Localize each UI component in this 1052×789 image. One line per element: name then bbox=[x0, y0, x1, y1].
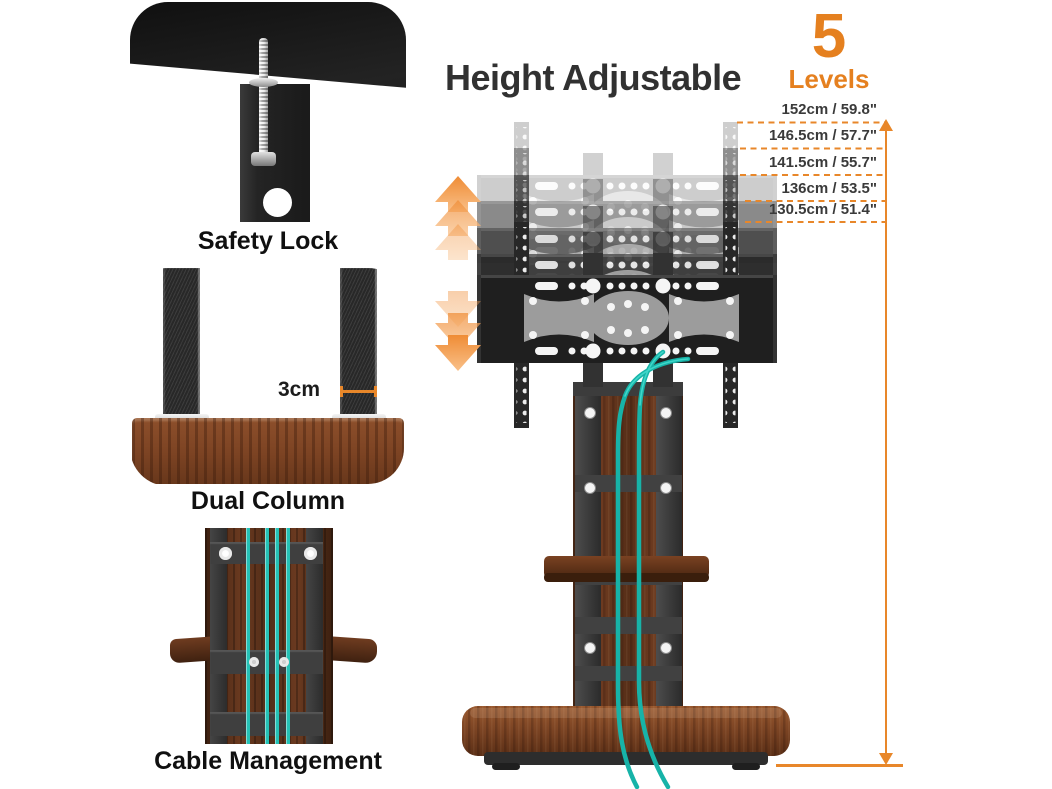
height-arrow-down-icon bbox=[435, 291, 481, 371]
feature-label-cable-management: Cable Management bbox=[154, 747, 382, 775]
bracket-hole bbox=[263, 188, 292, 217]
bolt-washer bbox=[249, 78, 278, 87]
levels-label: Levels bbox=[788, 64, 870, 94]
bolt-head bbox=[251, 152, 276, 166]
right-column-photo bbox=[340, 268, 377, 425]
screw bbox=[219, 547, 232, 560]
levels-badge: 5 Levels bbox=[783, 2, 875, 94]
side-shelf bbox=[333, 636, 377, 664]
page-title: Height Adjustable bbox=[445, 57, 742, 98]
cable bbox=[265, 528, 269, 744]
screw bbox=[304, 547, 317, 560]
cable bbox=[286, 528, 290, 744]
screw bbox=[279, 657, 289, 667]
cables bbox=[615, 349, 691, 789]
levels-number: 5 bbox=[811, 2, 847, 71]
feature-panel-safety-lock bbox=[130, 2, 406, 222]
height-level-label: 152cm / 59.8" bbox=[781, 101, 877, 118]
width-measure-bracket bbox=[340, 386, 377, 397]
cable bbox=[246, 528, 250, 744]
height-arrow-up-icon bbox=[435, 176, 481, 260]
side-shelf bbox=[170, 636, 210, 664]
left-column-photo bbox=[163, 268, 200, 425]
screw bbox=[249, 657, 259, 667]
feature-panel-dual-column: 3cm bbox=[130, 268, 406, 486]
cable bbox=[275, 528, 279, 744]
tv-stand-illustration bbox=[435, 119, 903, 789]
stand-base bbox=[462, 706, 790, 770]
height-level-label: 146.5cm / 57.7" bbox=[768, 127, 877, 144]
metal-rail bbox=[210, 528, 227, 744]
feature-label-dual-column: Dual Column bbox=[190, 487, 346, 515]
stand-column bbox=[573, 382, 683, 708]
middle-shelf bbox=[544, 556, 709, 582]
wood-base-beam bbox=[132, 418, 404, 484]
feature-label-safety-lock: Safety Lock bbox=[197, 227, 339, 255]
feature-panel-cable-management bbox=[130, 528, 406, 744]
metal-rail bbox=[306, 528, 323, 744]
height-level-label: 130.5cm / 51.4" bbox=[768, 201, 877, 218]
height-level-label: 136cm / 53.5" bbox=[781, 180, 877, 197]
dimension-lines bbox=[737, 119, 903, 767]
safety-lock-bolt bbox=[259, 38, 268, 164]
height-level-label: 141.5cm / 55.7" bbox=[768, 154, 877, 171]
column-width-annotation: 3cm bbox=[277, 378, 320, 401]
